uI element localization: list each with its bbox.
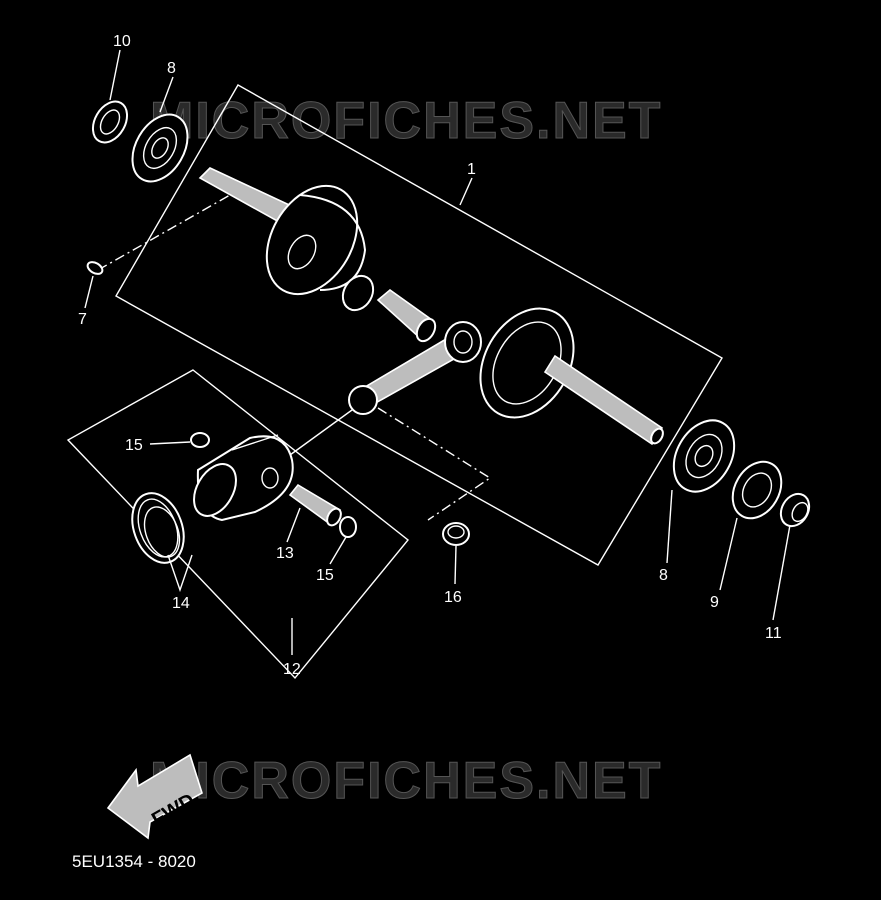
pin-alignment-line — [289, 409, 353, 456]
bearing-right — [672, 419, 736, 493]
callout-13: 13 — [276, 545, 294, 562]
callout-15-upper: 15 — [125, 437, 143, 454]
leader-14 — [167, 554, 193, 593]
leader-8b — [666, 489, 673, 564]
callout-7: 7 — [78, 311, 87, 328]
connecting-rod — [348, 321, 482, 415]
piston-rings — [131, 492, 185, 564]
piston — [193, 434, 294, 522]
bearing-left — [131, 113, 189, 183]
watermark-top: MICROFICHES.NET — [150, 92, 662, 150]
piston-pin — [288, 483, 342, 527]
callout-1: 1 — [467, 161, 476, 178]
leader-15a — [149, 441, 191, 445]
diagram-code: 5EU1354 - 8020 — [72, 852, 196, 871]
bearing-alignment-line — [377, 407, 492, 521]
leader-9 — [719, 517, 738, 591]
piston-group-frame — [66, 369, 409, 680]
leader-11 — [772, 524, 791, 621]
leader-13 — [286, 507, 301, 543]
key-alignment-line — [97, 194, 231, 271]
callout-8-right: 8 — [659, 567, 668, 584]
callout-10: 10 — [113, 33, 131, 50]
watermark-bottom: MICROFICHES.NET — [150, 752, 662, 810]
piston-pin-clip-upper — [190, 432, 210, 448]
leader-1 — [459, 177, 473, 206]
callout-11: 11 — [765, 625, 782, 642]
callout-15-lower: 15 — [316, 567, 334, 584]
collar — [779, 492, 811, 528]
leader-8a — [159, 76, 174, 113]
oil-seal-left — [91, 100, 129, 144]
callout-9: 9 — [710, 594, 719, 611]
crankshaft-right — [479, 307, 664, 446]
crankshaft-group-frame — [115, 84, 723, 566]
small-end-bearing — [442, 522, 470, 546]
woodruff-key — [86, 261, 104, 275]
leader-15b — [329, 536, 347, 565]
leader-10 — [109, 49, 121, 101]
oil-seal-right — [731, 460, 783, 520]
callout-16: 16 — [444, 589, 462, 606]
crankshaft-left — [198, 167, 367, 296]
leader-16 — [454, 545, 457, 585]
piston-pin-clip-lower — [339, 516, 357, 538]
callout-12: 12 — [283, 661, 301, 678]
callout-8-left: 8 — [167, 60, 176, 77]
leader-7 — [84, 275, 94, 309]
callout-14: 14 — [172, 595, 190, 612]
crank-pin-bearing — [341, 274, 437, 343]
